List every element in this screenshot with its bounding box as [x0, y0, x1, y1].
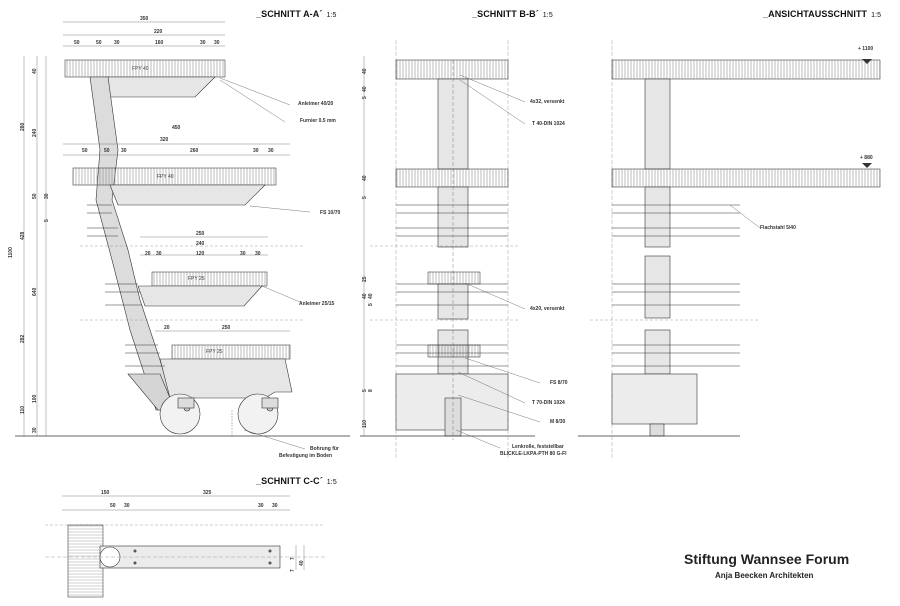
dim-label: 20 — [145, 251, 151, 257]
level-1100: + 1100 — [858, 46, 874, 52]
shelf-label-top: FPY 40 — [132, 66, 149, 72]
section-bb — [360, 40, 541, 460]
dim-label: 260 — [190, 148, 199, 154]
dim-label: 280 — [20, 122, 26, 131]
dim-label: 50 — [32, 193, 38, 199]
dim-label: 110 — [20, 405, 26, 414]
dim-label: 20 — [164, 325, 170, 331]
title-name: _SCHNITT A-A´ — [256, 9, 323, 19]
shelf-label-third: FPY 25 — [188, 276, 205, 282]
note-bohrung-2: Befestigung im Boden — [279, 453, 333, 459]
dim-label: 220 — [154, 29, 163, 35]
title-scale: 1:5 — [542, 12, 553, 19]
dim-label: 40 — [362, 86, 368, 92]
title-name: _SCHNITT B-B´ — [472, 9, 539, 19]
dim-label: 40 — [299, 560, 305, 566]
dim-label: 250 — [222, 325, 231, 331]
dim-label: 30 — [124, 503, 130, 509]
note-m8: M 8/30 — [550, 419, 566, 425]
dim-label: 30 — [268, 148, 274, 154]
dim-label: 320 — [160, 137, 169, 143]
dim-label: 30 — [121, 148, 127, 154]
shelf-label-second: FPY 40 — [157, 174, 174, 180]
dim-label: 160 — [155, 40, 164, 46]
note-t70: T 70-DIN 1024 — [532, 400, 565, 406]
dim-label: 40 — [32, 68, 38, 74]
note-versenkt-4x32: 4x32, versenkt — [530, 99, 565, 105]
title-name: _ANSICHTAUSSCHNITT — [763, 9, 868, 19]
level-880: + 880 — [860, 155, 873, 161]
note-lenkrolle-1: Lenkrolle, feststellbar — [512, 444, 564, 450]
dim-label: 120 — [196, 251, 205, 257]
dim-label: 30 — [32, 427, 38, 433]
note-versenkt-4x20: 4x20, versenkt — [530, 306, 565, 312]
dim-label: 30 — [258, 503, 264, 509]
dim-label: 30 — [253, 148, 259, 154]
note-fs-8-70: FS 8/70 — [550, 380, 568, 386]
note-bohrung-1: Bohrung für — [310, 446, 339, 452]
dim-label: 30 — [255, 251, 261, 257]
dim-label: 5 — [362, 196, 368, 199]
dim-label: 110 — [362, 419, 368, 428]
dim-label: 50 — [104, 148, 110, 154]
title-scale: 1:5 — [871, 12, 882, 19]
dim-label: 350 — [140, 16, 149, 22]
dim-label: 50 — [82, 148, 88, 154]
note-t40: T 40-DIN 1024 — [532, 121, 565, 127]
dim-label: 30 — [200, 40, 206, 46]
note-flachstahl: Flachstahl 5/40 — [760, 225, 796, 231]
dim-label: 282 — [20, 334, 26, 343]
dim-label: 50 — [74, 40, 80, 46]
dim-label: 8 — [368, 389, 374, 392]
dim-label: 30 — [114, 40, 120, 46]
dim-label: 240 — [32, 128, 38, 137]
dim-label: 428 — [20, 231, 26, 240]
dim-label: 5 — [362, 96, 368, 99]
title-section-aa: _SCHNITT A-A´1:5 — [256, 9, 337, 19]
dim-label: 30 — [44, 193, 50, 199]
dim-label: 450 — [172, 125, 181, 131]
title-scale: 1:5 — [326, 479, 337, 486]
project-title: Stiftung Wannsee Forum — [684, 551, 850, 567]
note-anleimer-40-20: Anleimer 40/20 — [298, 101, 334, 107]
title-scale: 1:5 — [326, 12, 337, 19]
dim-label: 50 — [96, 40, 102, 46]
title-section-cc: _SCHNITT C-C´1:5 — [256, 476, 337, 486]
dim-label: 5 — [368, 303, 374, 306]
note-anleimer-25-15: Anleimer 25/15 — [299, 301, 335, 307]
section-aa — [15, 21, 350, 450]
dim-label: 50 — [110, 503, 116, 509]
dim-label: 640 — [32, 287, 38, 296]
dim-label: 30 — [240, 251, 246, 257]
dim-label: 7 — [290, 569, 296, 572]
dim-label: 25 — [362, 276, 368, 282]
view-detail — [578, 40, 881, 460]
dim-label: 30 — [272, 503, 278, 509]
note-fs-10-70: FS 10/70 — [320, 210, 341, 216]
dim-label: 5 — [44, 219, 50, 222]
dim-label: 1100 — [8, 247, 14, 258]
dim-label: 40 — [368, 293, 374, 299]
dim-label: 150 — [101, 490, 110, 496]
dim-label: 30 — [214, 40, 220, 46]
shelf-label-bottom: FPY 25 — [206, 349, 223, 355]
note-furnier: Furnier 0.5 mm — [300, 118, 336, 124]
dim-label: 40 — [362, 68, 368, 74]
note-lenkrolle-2: BLICKLE-LKPA-PTH 80 G-FI — [500, 451, 567, 457]
dim-label: 30 — [156, 251, 162, 257]
dim-label: 325 — [203, 490, 212, 496]
dim-label: 250 — [196, 231, 205, 237]
section-cc — [45, 495, 325, 598]
title-name: _SCHNITT C-C´ — [256, 476, 323, 486]
dim-label: 240 — [196, 241, 205, 247]
office-name: Anja Beecken Architekten — [715, 571, 814, 580]
dim-label: 40 — [362, 175, 368, 181]
dim-label: 7 — [290, 557, 296, 560]
title-section-bb: _SCHNITT B-B´1:5 — [472, 9, 553, 19]
dim-label: 100 — [32, 394, 38, 403]
